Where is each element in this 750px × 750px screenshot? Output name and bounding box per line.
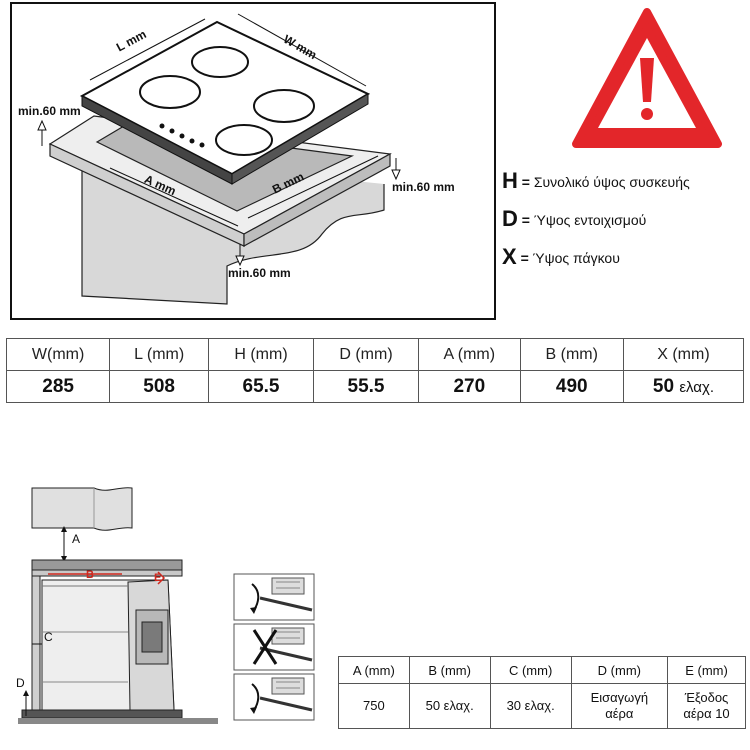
- table-header-cell: H (mm): [208, 338, 314, 371]
- legend-h: H = Συνολικό ύψος συσκευής: [502, 168, 690, 194]
- legend-eq: =: [521, 174, 530, 190]
- worktop: [31, 559, 183, 571]
- legend-text: Συνολικό ύψος συσκευής: [533, 174, 690, 190]
- cell-line: Εισαγωγή: [590, 690, 649, 705]
- e-vent-arrow: [157, 571, 166, 585]
- clearance-left-label: min.60 mm: [18, 104, 81, 118]
- hob-installation-frame: [10, 2, 496, 320]
- burner-back-left: [191, 46, 249, 78]
- cell-line: 30 ελαχ.: [506, 698, 555, 713]
- x-suffix: ελαχ.: [679, 378, 714, 396]
- cell-line: αέρα 10: [683, 706, 730, 721]
- cell-line: 750: [362, 698, 385, 713]
- table-header-cell: E (mm): [667, 656, 746, 684]
- legend-eq: =: [521, 212, 530, 228]
- table-value-cell: 65.5: [208, 370, 314, 403]
- table-header-cell: D (mm): [313, 338, 419, 371]
- hob-installation-diagram: [37, 13, 401, 305]
- overhead-cabinet: [31, 487, 133, 531]
- hob-controls: [159, 123, 205, 148]
- clearance-right-label: min.60 mm: [392, 180, 455, 194]
- table-header-row: W(mm) L (mm) H (mm) D (mm) A (mm) B (mm)…: [5, 338, 745, 371]
- plinth: [21, 709, 183, 719]
- cell-line: 50 ελαχ.: [425, 698, 474, 713]
- cell-line: Έξοδος: [684, 690, 729, 705]
- legend-letter: H: [502, 168, 518, 193]
- oven-installation-diagram: [18, 487, 218, 724]
- table-header-cell: B (mm): [408, 656, 491, 684]
- worktop-side-edge: [243, 152, 391, 248]
- x-value: 50: [652, 375, 675, 397]
- vent-detail-1: [233, 573, 315, 621]
- legend-text: Ύψος πάγκου: [532, 250, 620, 266]
- legend-letter: X: [502, 244, 517, 269]
- legend-eq: =: [520, 250, 529, 266]
- table-header-cell: C (mm): [489, 656, 572, 684]
- dimensions-table: W(mm) L (mm) H (mm) D (mm) A (mm) B (mm)…: [5, 338, 745, 403]
- table-header-cell: B (mm): [519, 338, 624, 371]
- side-panel: [31, 575, 41, 711]
- vent-detail-3: [233, 673, 315, 721]
- table-value-cell: 50 ελαχ.: [408, 683, 491, 729]
- burner-front-right: [215, 124, 273, 156]
- ventilation-details: [233, 573, 315, 721]
- table-header-cell: L (mm): [109, 338, 209, 371]
- legend-text: Ύψος εντοιχισμού: [533, 212, 647, 228]
- dim-line-a: [109, 167, 239, 227]
- oven-label-e: E: [154, 572, 162, 584]
- table-header-cell: A (mm): [418, 338, 521, 371]
- table-value-row: 285 508 65.5 55.5 270 490 50 ελαχ.: [5, 370, 745, 403]
- dim-line-b: [247, 155, 379, 219]
- table-value-cell: 270: [418, 370, 521, 403]
- table-header-cell: W(mm): [5, 338, 111, 371]
- legend-d: D = Ύψος εντοιχισμού: [502, 206, 646, 232]
- table-value-cell-x: 50 ελαχ.: [622, 370, 745, 403]
- dim-line-l: [89, 18, 206, 81]
- table-value-cell: 750: [338, 683, 410, 729]
- oven-dimensions-table: A (mm) B (mm) C (mm) D (mm) E (mm) 750 5…: [338, 656, 746, 729]
- cross-icon: [252, 629, 278, 665]
- burner-front-left: [139, 75, 201, 109]
- dim-line-w: [237, 13, 367, 87]
- oven-label-b: B: [86, 569, 94, 581]
- table-header-cell: A (mm): [338, 656, 410, 684]
- legend-x: X = Ύψος πάγκου: [502, 244, 620, 270]
- legend-letter: D: [502, 206, 518, 231]
- table-value-cell: 55.5: [313, 370, 419, 403]
- floor: [18, 718, 218, 724]
- table-value-cell: 285: [5, 370, 111, 403]
- oven-label-d: D: [16, 676, 25, 690]
- table-header-cell: X (mm): [622, 338, 745, 371]
- hob-side-edge: [231, 93, 369, 185]
- table-value-cell: 30 ελαχ.: [489, 683, 572, 729]
- cell-line: αέρα: [605, 706, 634, 721]
- table-value-cell: 508: [109, 370, 209, 403]
- burner-back-right: [253, 89, 315, 123]
- vent-detail-2: [233, 623, 315, 671]
- table-header-cell: D (mm): [570, 656, 669, 684]
- warning-triangle-icon: [572, 8, 722, 148]
- oven-label-c: C: [44, 630, 53, 644]
- table-header-row: A (mm) B (mm) C (mm) D (mm) E (mm): [338, 656, 746, 684]
- clearance-front-label: min.60 mm: [228, 266, 291, 280]
- table-value-cell: 490: [519, 370, 624, 403]
- oven-label-a: A: [72, 532, 81, 546]
